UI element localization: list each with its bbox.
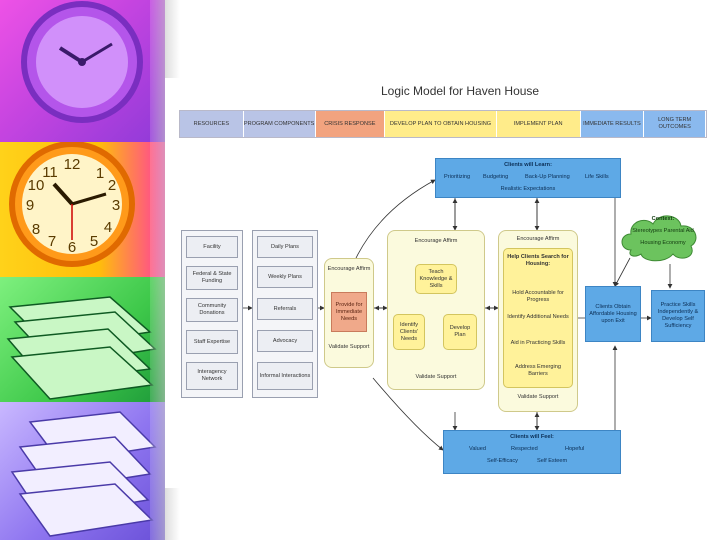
header-program-components: PROGRAM COMPONENTS xyxy=(243,111,316,137)
develop-plan-container xyxy=(387,230,485,390)
svg-text:3: 3 xyxy=(112,197,120,214)
help-clients-box xyxy=(503,248,573,388)
learn-item: Back-Up Planning xyxy=(525,174,570,180)
learn-item: Budgeting xyxy=(483,174,509,180)
resource-item: Staff Expertise xyxy=(186,330,238,354)
svg-text:1: 1 xyxy=(96,165,104,182)
resource-item: Federal & State Funding xyxy=(186,266,238,290)
clients-learn-box xyxy=(435,158,621,198)
component-item: Weekly Plans xyxy=(257,266,313,288)
implement-bottom-label: Validate Support xyxy=(517,394,559,400)
svg-text:9: 9 xyxy=(26,197,34,214)
purple-clock-icon xyxy=(21,1,143,123)
svg-text:8: 8 xyxy=(32,221,40,238)
svg-text:5: 5 xyxy=(90,233,98,250)
implement-item: Hold Accountable for Progress xyxy=(512,290,564,303)
resource-item: Facility xyxy=(186,236,238,258)
develop-plan-box: Develop Plan xyxy=(443,314,477,350)
diagram-title: Logic Model for Haven House xyxy=(381,84,540,98)
component-item: Informal Interactions xyxy=(257,362,313,390)
feel-item: Self Esteem xyxy=(537,458,568,464)
resource-item: Community Donations xyxy=(186,298,238,322)
svg-text:11: 11 xyxy=(42,164,58,181)
context-line1: Stereotypes Parental Aid xyxy=(632,228,694,234)
learn-extra: Realistic Expectations xyxy=(500,186,556,192)
component-item: Advocacy xyxy=(257,330,313,352)
header-resources: RESOURCES xyxy=(180,111,244,137)
stage-header-band: RESOURCES PROGRAM COMPONENTS CRISIS RESP… xyxy=(179,110,707,138)
resource-item: Interagency Network xyxy=(186,362,238,390)
papers-photo-purple xyxy=(0,402,165,540)
context-line2: Housing Economy xyxy=(640,240,686,246)
feel-item: Valued xyxy=(469,446,487,452)
paper-stack-icon xyxy=(6,296,157,400)
svg-text:2: 2 xyxy=(108,177,116,194)
identify-needs-box: Identify Clients' Needs xyxy=(393,314,425,350)
implement-item: Identify Additional Needs xyxy=(507,314,569,320)
implement-item: Aid in Practicing Skills xyxy=(510,340,566,346)
immediate-result-box: Clients Obtain Affordable Housing upon E… xyxy=(585,286,641,342)
clients-feel-box xyxy=(443,430,621,474)
feel-title: Clients will Feel: xyxy=(510,434,554,440)
header-implement-plan: IMPLEMENT PLAN xyxy=(496,111,581,137)
crisis-bottom-label: Validate Support xyxy=(328,344,370,350)
header-develop-plan: DEVELOP PLAN TO OBTAIN HOUSING xyxy=(385,111,497,137)
implement-top-label: Encourage Affirm xyxy=(516,236,560,242)
component-item: Daily Plans xyxy=(257,236,313,258)
header-immediate-results: IMMEDIATE RESULTS xyxy=(580,111,645,137)
develop-bottom-label: Validate Support xyxy=(415,374,457,380)
teach-knowledge-box: Teach Knowledge & Skills xyxy=(415,264,457,294)
paper-stack-icon xyxy=(10,411,157,537)
long-term-outcome-box: Practice Skills Independently & Develop … xyxy=(651,290,705,342)
clock-photo-purple xyxy=(0,0,165,142)
svg-text:10: 10 xyxy=(28,177,45,194)
header-long-term-outcomes: LONG TERM OUTCOMES xyxy=(644,111,707,137)
logic-model-diagram: Logic Model for Haven House RESOURCES PR… xyxy=(165,78,710,488)
feel-item: Hopeful xyxy=(565,446,585,452)
help-clients-title: Help Clients Search for Housing: xyxy=(507,254,569,267)
implement-item: Address Emerging Barriers xyxy=(514,364,561,377)
develop-top-label: Encourage Affirm xyxy=(414,238,458,244)
header-crisis-response: CRISIS RESPONSE xyxy=(315,111,386,137)
papers-photo-green xyxy=(0,277,165,402)
learn-item: Prioritizing xyxy=(444,174,471,180)
svg-text:6: 6 xyxy=(68,239,76,256)
crisis-immediate-needs: Provide for Immediate Needs xyxy=(331,292,367,332)
svg-text:12: 12 xyxy=(64,156,81,173)
crisis-top-label: Encourage Affirm xyxy=(327,266,371,272)
feel-item: Respected xyxy=(511,446,538,452)
learn-item: Life Skills xyxy=(585,174,609,180)
svg-text:7: 7 xyxy=(48,233,56,250)
context-title: Context: xyxy=(651,216,675,222)
learn-title: Clients will Learn: xyxy=(504,162,552,168)
svg-text:4: 4 xyxy=(104,219,112,236)
context-cloud-icon xyxy=(621,215,697,262)
component-item: Referrals xyxy=(257,298,313,320)
feel-item: Self-Efficacy xyxy=(487,458,518,464)
